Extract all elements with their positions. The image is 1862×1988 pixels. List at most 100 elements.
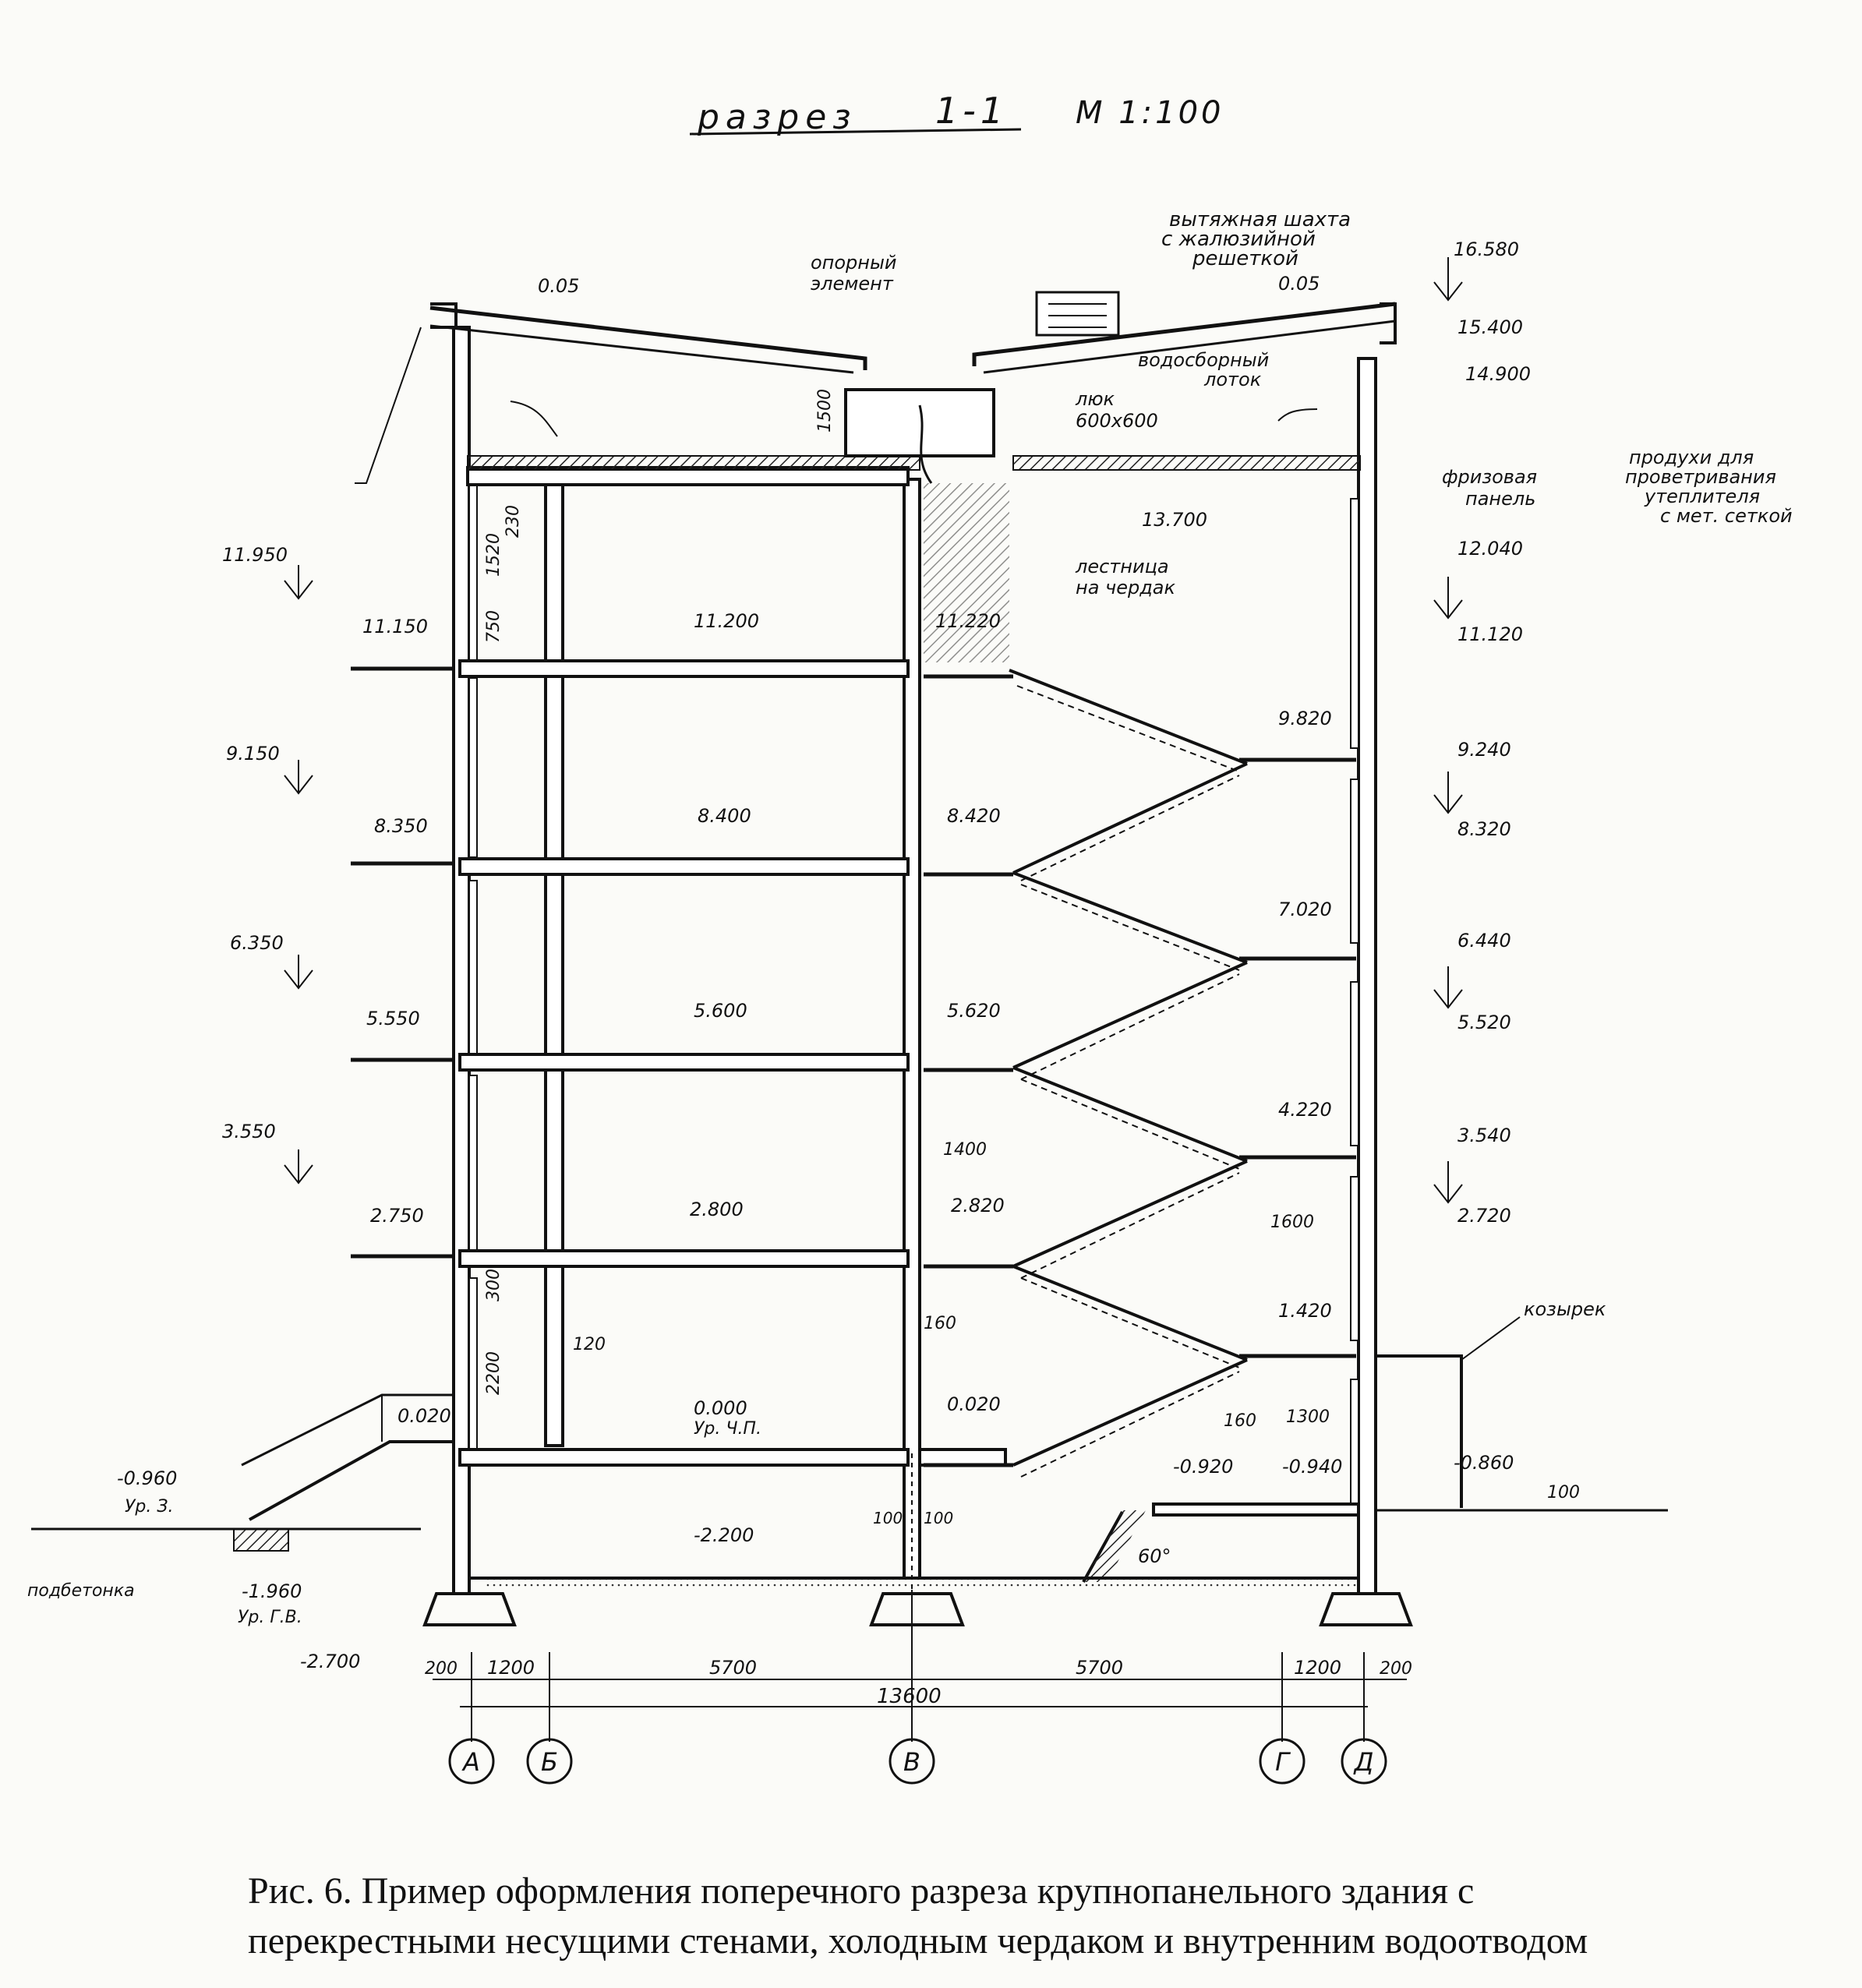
- axis-label-a: А: [461, 1747, 480, 1777]
- right-mark: 15.400: [1457, 316, 1523, 338]
- title-scale: М 1:100: [1076, 95, 1224, 131]
- gutter-block: [844, 388, 995, 457]
- staircase: [924, 483, 1356, 1478]
- dim-ground-lintel: 300: [484, 1269, 503, 1301]
- foundations: [422, 1574, 1413, 1626]
- note-slope-left: 0.05: [538, 275, 579, 297]
- right-mark: 2.720: [1457, 1205, 1511, 1227]
- entrance-stair: [241, 1393, 452, 1521]
- dim-vest-b: 1300: [1286, 1407, 1330, 1427]
- attic-roof: [355, 291, 1397, 484]
- note-floor-level: Ур. Ч.П.: [694, 1419, 761, 1439]
- note-support-2: элемент: [811, 273, 894, 295]
- note-slope-right: 0.05: [1278, 273, 1320, 295]
- right-mark: 3.540: [1457, 1125, 1511, 1146]
- left-mark: -2.700: [300, 1651, 360, 1672]
- left-mark: 0.020: [397, 1405, 451, 1427]
- concrete-bedding: [233, 1528, 289, 1552]
- note-vents-2: проветривания: [1625, 466, 1776, 488]
- left-mark: -1.960: [242, 1580, 302, 1602]
- note-water-level: Ур. Г.В.: [238, 1608, 302, 1627]
- floor-slabs: [458, 466, 1360, 1517]
- axis-label-v: В: [903, 1747, 920, 1777]
- note-frieze-1: фризовая: [1442, 466, 1537, 488]
- right-mark: 12.040: [1457, 538, 1523, 560]
- bottom-dim: 1200: [487, 1657, 535, 1679]
- note-vents-4: с мет. сеткой: [1660, 505, 1793, 527]
- bottom-dim: 1200: [1294, 1657, 1341, 1679]
- right-mark: 14.900: [1465, 363, 1531, 385]
- bottom-dim: 200: [425, 1659, 458, 1679]
- dim-joint-a: 100: [873, 1509, 903, 1527]
- note-attic-stair-1: лестница: [1075, 556, 1169, 577]
- stair-mark: 1.420: [1278, 1300, 1332, 1322]
- axis-label-b: Б: [541, 1747, 558, 1777]
- left-mark: 11.150: [362, 616, 428, 637]
- axis-label-d: Д: [1353, 1747, 1374, 1777]
- dim-joint-b: 100: [924, 1509, 953, 1527]
- left-mark: 8.350: [374, 815, 428, 837]
- stair-mark: 8.420: [947, 805, 1001, 827]
- right-mark: 9.240: [1457, 739, 1511, 761]
- total-dim: 13600: [877, 1685, 942, 1708]
- note-shaft-3: решеткой: [1192, 247, 1298, 270]
- left-mark: -0.960: [117, 1467, 177, 1489]
- title-underline: [689, 128, 1022, 136]
- caption-line-2: перекрестными несущими стенами, холодным…: [248, 1920, 1588, 1962]
- grid-axes: А Б В Г Д: [448, 1590, 1387, 1785]
- right-mark: 5.520: [1457, 1012, 1511, 1033]
- note-shaft-2: с жалюзийной: [1161, 228, 1316, 251]
- stair-mark: 4.220: [1278, 1099, 1332, 1121]
- note-attic-stair-2: на чердак: [1076, 577, 1176, 599]
- right-mark: -0.860: [1454, 1452, 1514, 1474]
- note-gutter-2: лоток: [1203, 369, 1262, 390]
- note-frieze-2: панель: [1465, 488, 1535, 510]
- dim-attic: 1500: [815, 389, 835, 433]
- bottom-dim: 200: [1380, 1659, 1412, 1679]
- drawing-title: разрез 1-1 М 1:100: [689, 90, 1224, 137]
- dim-step: 100: [1547, 1483, 1580, 1502]
- bottom-dimensions: 200 1200 5700 5700 1200 200 13600: [425, 1657, 1412, 1708]
- note-support-1: опорный: [811, 252, 897, 274]
- note-canopy: козырек: [1524, 1298, 1606, 1320]
- dim-ground-window: 2200: [484, 1351, 503, 1395]
- stair-mark: 11.220: [935, 610, 1001, 632]
- level-symbols: [284, 257, 1463, 1204]
- notes: вытяжная шахта с жалюзийной решеткой опо…: [27, 208, 1793, 1627]
- dim-vest-a: 160: [1224, 1411, 1256, 1431]
- right-mark: 6.440: [1457, 930, 1511, 952]
- stair-marks: 11.220 8.420 5.620 2.820 0.020 13.700 9.…: [935, 509, 1342, 1478]
- left-mark: 5.550: [366, 1008, 420, 1029]
- stair-mark: 9.820: [1278, 708, 1332, 729]
- outer-wall-right: [1350, 357, 1377, 1595]
- floor-mark: 8.400: [698, 805, 751, 827]
- right-mark: 8.320: [1457, 818, 1511, 840]
- left-mark: 6.350: [230, 932, 284, 954]
- stair-mark: -0.920: [1173, 1456, 1233, 1478]
- outer-wall-left: [452, 326, 478, 1595]
- floor-mark: 0.000: [694, 1397, 747, 1419]
- note-ground-level: Ур. З.: [125, 1497, 173, 1517]
- note-shaft-1: вытяжная шахта: [1169, 208, 1351, 231]
- caption-line-1: Рис. 6. Пример оформления поперечного ра…: [248, 1870, 1475, 1912]
- left-mark: 2.750: [370, 1205, 424, 1227]
- right-mark: 11.120: [1457, 623, 1523, 645]
- dim-slab: 160: [924, 1314, 956, 1333]
- note-hatch-1: люк: [1075, 388, 1115, 410]
- dim-pier: 750: [484, 610, 503, 643]
- note-angle: 60°: [1138, 1545, 1171, 1567]
- title-main: разрез: [697, 97, 857, 137]
- note-hatch-2: 600х600: [1076, 410, 1158, 432]
- floor-mark: 2.800: [690, 1199, 744, 1220]
- right-mark: 16.580: [1454, 238, 1519, 260]
- dim-window: 1520: [484, 533, 503, 577]
- exhaust-shaft: [1035, 291, 1120, 337]
- floor-mark: 5.600: [694, 1000, 747, 1022]
- left-marks: 11.950 11.150 9.150 8.350 6.350 5.550 3.…: [117, 544, 451, 1672]
- dim-wall-thk: 120: [573, 1335, 606, 1354]
- dim-lintel: 230: [503, 505, 523, 538]
- note-vents-1: продухи для: [1629, 447, 1754, 468]
- stair-mark: -0.940: [1282, 1456, 1342, 1478]
- attic-stair: [924, 483, 1009, 662]
